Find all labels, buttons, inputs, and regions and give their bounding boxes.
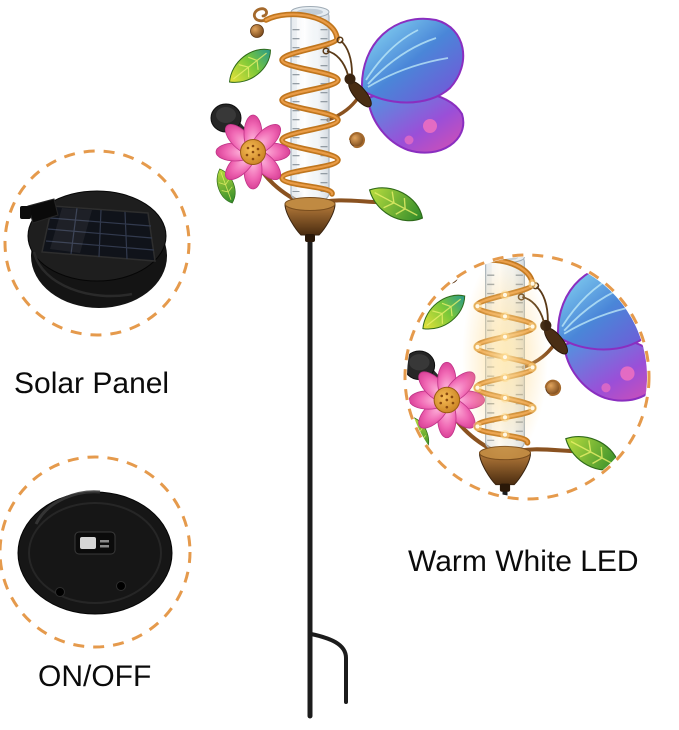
power-switch-photo	[17, 490, 173, 615]
solar-panel-callout-circle	[3, 149, 191, 337]
onoff-callout-circle	[0, 455, 192, 649]
screw-hole	[55, 587, 65, 597]
screw-hole	[116, 581, 126, 591]
mounting-clip	[27, 198, 59, 224]
solar-panel-photo	[20, 190, 167, 308]
warm-white-led-label: Warm White LED	[408, 545, 639, 578]
rain-gauge-product	[211, 7, 463, 719]
solar-panel-label: Solar Panel	[14, 367, 170, 400]
stake-fork	[309, 632, 348, 704]
on-off-label: ON/OFF	[38, 660, 152, 693]
led-callout-circle	[403, 253, 651, 501]
